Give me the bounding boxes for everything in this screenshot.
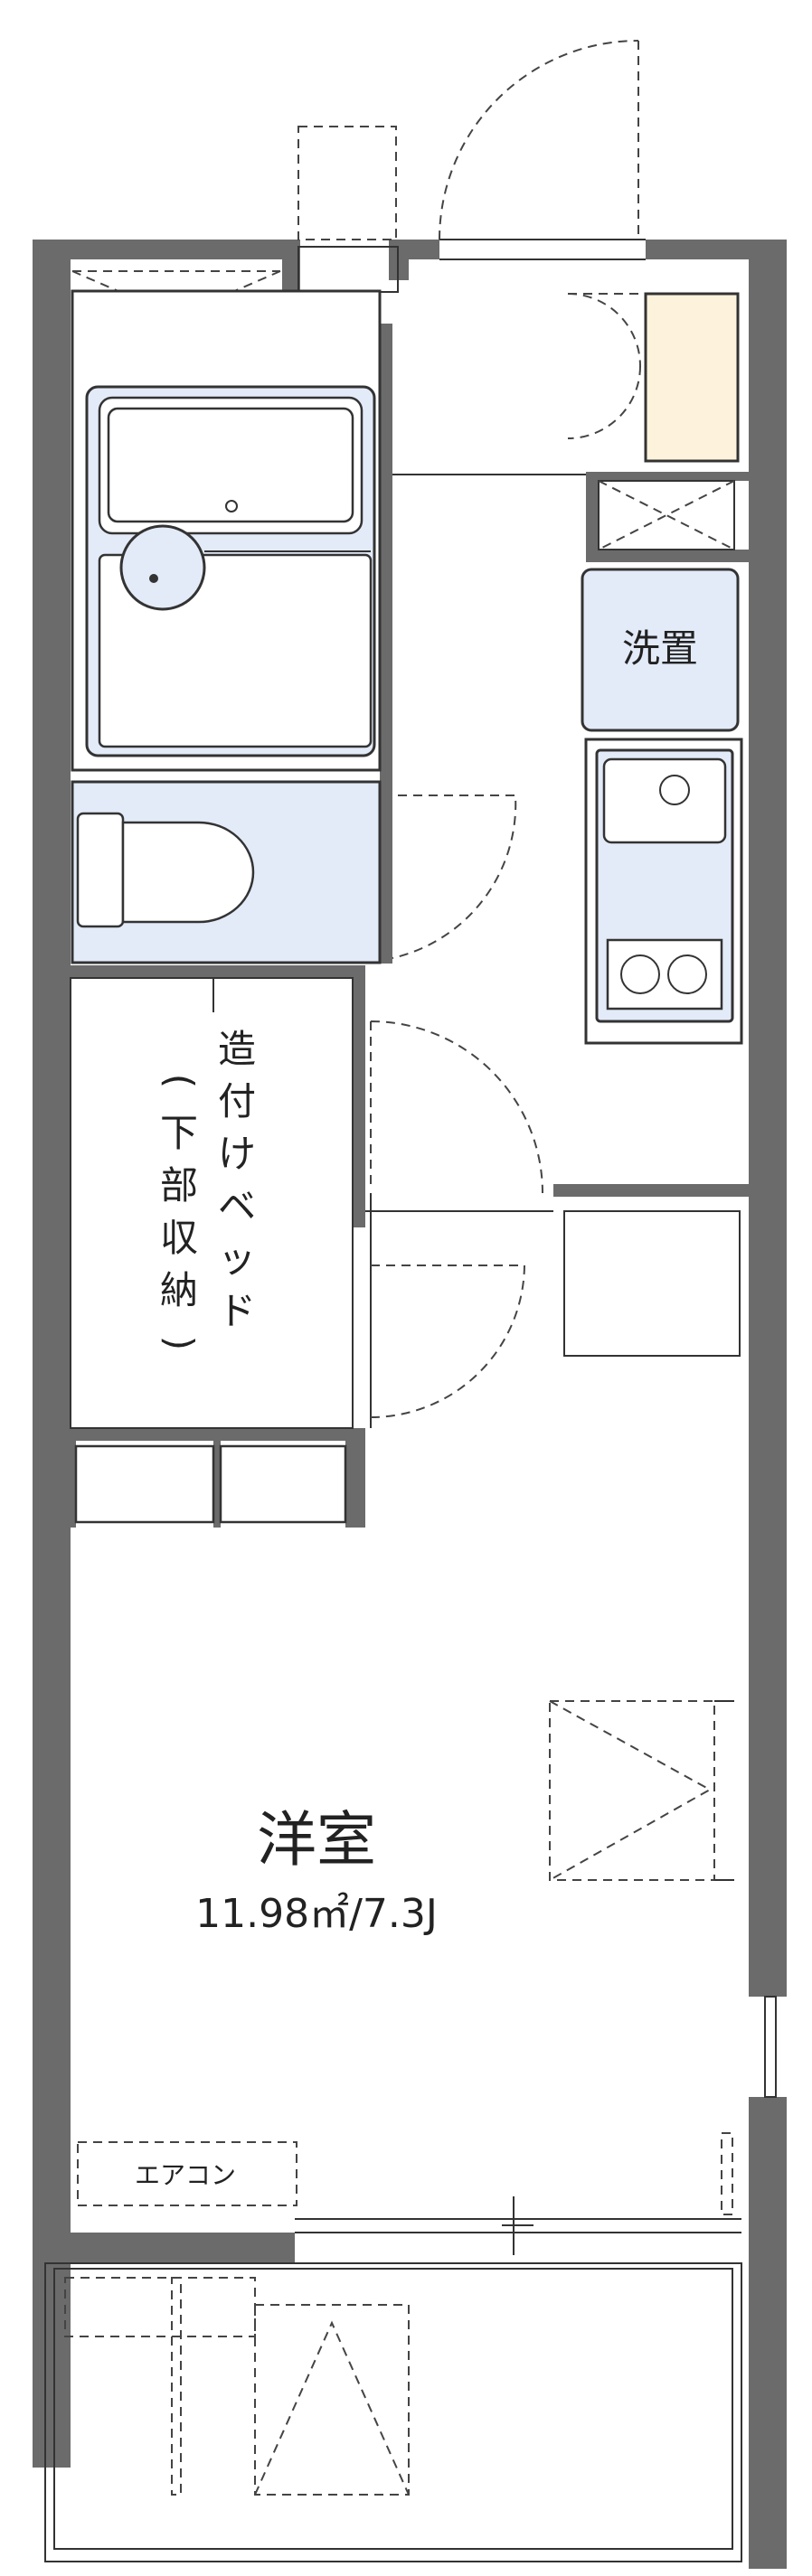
laundry-area — [581, 480, 740, 732]
bed-label-char: ド — [218, 1289, 256, 1333]
bed-label-char: 部 — [160, 1163, 198, 1208]
western-room-label: 洋室 — [257, 1805, 376, 1875]
kitchen-counter — [584, 738, 743, 1045]
walls — [33, 240, 787, 2569]
bed-label-char: ッ — [218, 1236, 256, 1281]
outlines — [44, 239, 777, 2562]
western-room-area: 11.98㎡/7.3J — [195, 1891, 438, 1937]
wardrobe — [74, 1444, 347, 1524]
unit-bath — [71, 289, 382, 772]
toilet — [71, 780, 382, 964]
bed-label-char: ( — [157, 1074, 202, 1088]
bed-label-char: け — [218, 1132, 256, 1176]
shoe-cabinet — [644, 292, 740, 463]
bed-label-char: 収 — [160, 1216, 198, 1260]
bed-label-char: 造 — [218, 1027, 256, 1071]
built-in-bed — [70, 977, 354, 1429]
laundry-label: 洗置 — [622, 626, 698, 671]
bed-label-char: 付 — [218, 1079, 256, 1123]
doors — [64, 40, 734, 2496]
bed-label-char: 下 — [160, 1111, 198, 1155]
bed-label-char: ベ — [218, 1184, 256, 1228]
bed-label-char: ) — [157, 1336, 202, 1350]
aircon-label: エアコン — [135, 2160, 236, 2190]
bed-label-char: 納 — [160, 1268, 198, 1312]
